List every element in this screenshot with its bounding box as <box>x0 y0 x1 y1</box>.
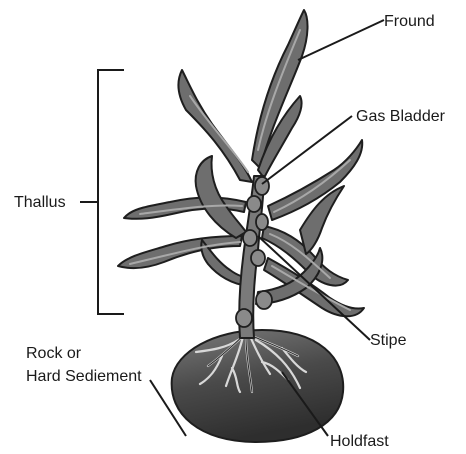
rock-label-line2: Hard Sediement <box>26 367 142 386</box>
frond-leader <box>298 20 384 60</box>
rock-label-line1: Rock or <box>26 344 81 363</box>
holdfast-label: Holdfast <box>330 432 389 451</box>
thallus-bracket <box>80 70 124 314</box>
gas-bladder-label: Gas Bladder <box>356 107 445 126</box>
thallus-label: Thallus <box>14 193 66 212</box>
rock <box>172 330 344 442</box>
gas-bladder <box>251 250 265 266</box>
gas-bladder <box>247 196 261 212</box>
gas-bladder <box>256 291 272 309</box>
frond-left-upper <box>179 70 252 182</box>
frond-label: Fround <box>384 12 435 31</box>
gas-bladder <box>236 309 252 327</box>
gas-bladder <box>243 230 257 246</box>
gas-bladder <box>256 214 268 230</box>
stipe-label: Stipe <box>370 331 406 350</box>
